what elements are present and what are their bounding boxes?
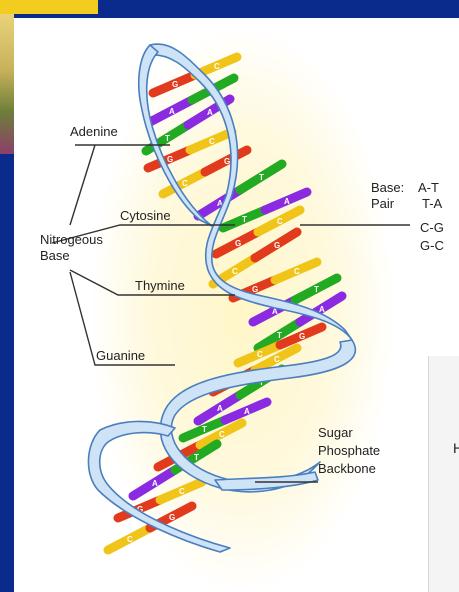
- base-letter-left: G: [172, 80, 178, 89]
- base-letter-right: A: [207, 108, 213, 117]
- base-letter-right: C: [214, 62, 220, 71]
- label-thymine: Thymine: [135, 278, 185, 293]
- base-letter-right: G: [224, 157, 230, 166]
- label-phosphate: Phosphate: [318, 443, 380, 458]
- base-letter-left: G: [252, 285, 258, 294]
- base-letter-left: T: [242, 215, 247, 224]
- label-nitrogeous: Nitrogeous: [40, 232, 103, 247]
- label-nitrogeous-base: Base: [40, 248, 70, 263]
- label-base: Base:: [371, 180, 404, 195]
- base-letter-left: G: [235, 239, 241, 248]
- base-letter-left: C: [127, 535, 133, 544]
- label-cytosine: Cytosine: [120, 208, 171, 223]
- base-letter-right: G: [274, 241, 280, 250]
- label-pair-cg: C-G: [420, 220, 444, 235]
- label-adenine: Adenine: [70, 124, 118, 139]
- base-letter-right: C: [219, 430, 225, 439]
- label-pair-gc: G-C: [420, 238, 444, 253]
- base-letter-right: G: [299, 332, 305, 341]
- label-pair: Pair: [371, 196, 395, 211]
- base-letter-left: C: [257, 350, 263, 359]
- base-letter-left: G: [167, 155, 173, 164]
- base-letter-left: A: [152, 479, 158, 488]
- base-letter-left: T: [202, 425, 207, 434]
- base-letter-right: C: [179, 487, 185, 496]
- label-sugar: Sugar: [318, 425, 353, 440]
- label-backbone: Backbone: [318, 461, 376, 476]
- sugar-phosphate-backbone: [88, 44, 355, 552]
- label-pair-at: A-T: [418, 180, 439, 195]
- base-letter-left: T: [277, 331, 282, 340]
- base-letter-right: T: [259, 173, 264, 182]
- base-letter-left: C: [182, 179, 188, 188]
- base-letter-left: A: [217, 404, 223, 413]
- label-pair-ta: T-A: [422, 196, 443, 211]
- base-letter-right: C: [274, 355, 280, 364]
- base-letter-right: G: [169, 513, 175, 522]
- base-letter-right: C: [209, 137, 215, 146]
- base-letter-left: A: [169, 107, 175, 116]
- label-guanine: Guanine: [96, 348, 145, 363]
- backbone-strand-bottom: [215, 472, 318, 490]
- base-letter-left: C: [232, 267, 238, 276]
- base-letter-right: T: [314, 285, 319, 294]
- base-letter-right: C: [294, 267, 300, 276]
- base-letter-right: T: [194, 453, 199, 462]
- base-letter-right: A: [244, 407, 250, 416]
- base-letter-left: T: [165, 134, 170, 143]
- base-letter-right: A: [284, 197, 290, 206]
- nitrogeous-upper-line: [70, 145, 95, 225]
- base-letter-right: C: [277, 217, 283, 226]
